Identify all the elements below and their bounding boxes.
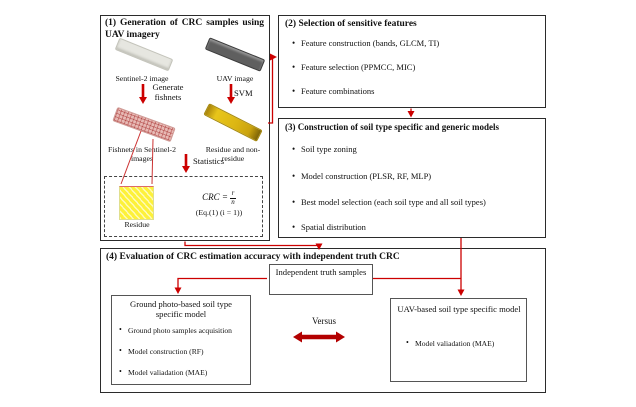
uav-model-title: UAV-based soil type specific model: [397, 304, 521, 314]
independent-truth-samples-label: Independent truth samples: [275, 267, 367, 277]
uav-image-icon: [204, 37, 266, 72]
equation-note: (Eq.(1) (i = 1)): [195, 208, 243, 217]
arrowhead-box3: [407, 111, 415, 118]
independent-truth-samples-box: Independent truth samples: [269, 264, 373, 295]
step3-title: (3) Construction of soil type specific a…: [285, 122, 499, 132]
uav-model-box: UAV-based soil type specific model Model…: [390, 298, 527, 382]
step3-box: (3) Construction of soil type specific a…: [278, 118, 546, 238]
step2-bullet-1: Feature construction (bands, GLCM, TI): [292, 38, 539, 49]
fishnet-image-icon: [112, 106, 176, 143]
residue-sample-image: [119, 186, 154, 220]
connector-box1-to-box4: [184, 241, 320, 247]
residue-strip-icon: [203, 103, 263, 142]
ground-photo-model-box: Ground photo-based soil type specific mo…: [111, 295, 251, 385]
svm-label: SVM: [234, 88, 253, 98]
step2-box: (2) Selection of sensitive features Feat…: [278, 15, 546, 108]
residue-nonresidue-label: Residue and non-residue: [205, 145, 261, 163]
uav-image-label: UAV image: [216, 74, 254, 83]
step1-title: (1) Generation of CRC samples using UAV …: [105, 18, 264, 40]
step3-bullet-4: Spatial distribution: [292, 222, 539, 233]
sentinel2-image-icon: [114, 37, 174, 72]
step4-title: (4) Evaluation of CRC estimation accurac…: [106, 252, 400, 262]
ground-model-bullet-1: Ground photo samples acquisition: [119, 326, 250, 335]
versus-label: Versus: [312, 316, 336, 326]
ground-photo-model-title: Ground photo-based soil type specific mo…: [130, 299, 232, 320]
statistics-label: Statistics: [193, 156, 225, 166]
fishnet-label: Fishnets in Sentinel-2 images: [107, 145, 176, 163]
residue-square-label: Residue: [124, 220, 150, 229]
step3-bullet-1: Soil type zoning: [292, 144, 539, 155]
step3-bullet-2: Model construction (PLSR, RF, MLP): [292, 171, 539, 182]
ground-model-bullet-2: Model construction (RF): [119, 347, 250, 356]
step2-bullet-3: Feature combinations: [292, 86, 539, 97]
step2-bullet-2: Feature selection (PPMCC, MIC): [292, 62, 539, 73]
arrowhead-box2: [270, 53, 277, 61]
step4-box: (4) Evaluation of CRC estimation accurac…: [100, 248, 546, 393]
generate-fishnets-label: Generate fishnets: [152, 82, 184, 102]
uav-model-bullet-1: Model valiadation (MAE): [406, 339, 523, 348]
step3-bullet-3: Best model selection (each soil type and…: [292, 197, 541, 208]
step1-box: (1) Generation of CRC samples using UAV …: [100, 15, 270, 241]
sentinel2-image-label: Sentinel-2 image: [115, 74, 169, 83]
ground-model-bullet-3: Model valiadation (MAE): [119, 368, 250, 377]
step2-title: (2) Selection of sensitive features: [285, 19, 417, 29]
